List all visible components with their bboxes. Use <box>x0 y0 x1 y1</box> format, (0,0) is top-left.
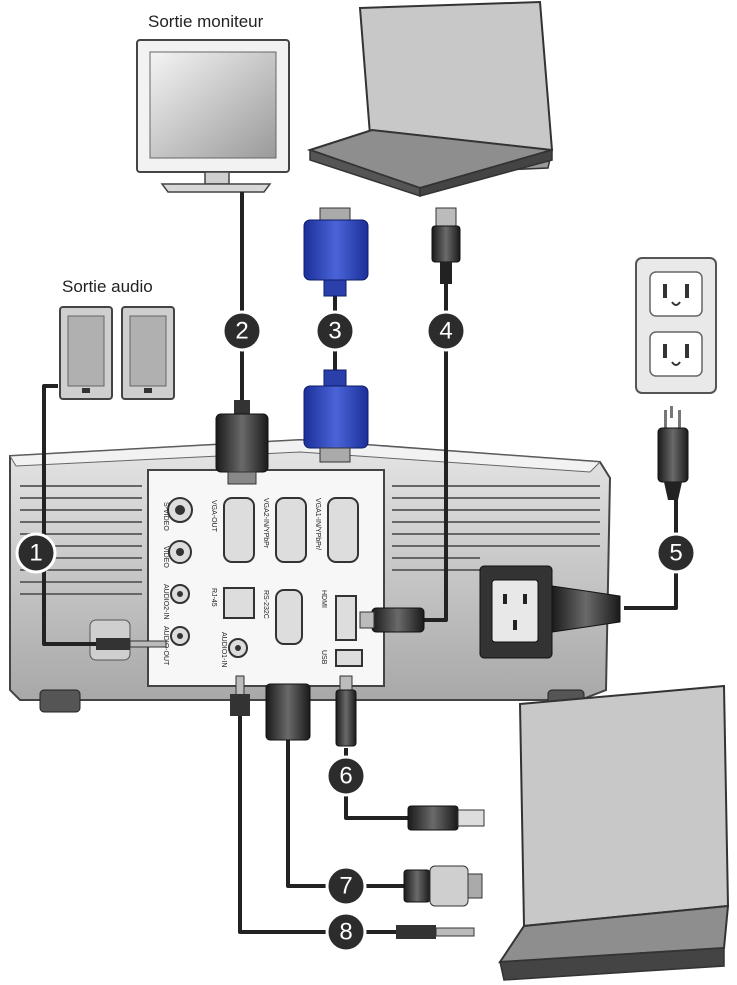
hdmi-connector-top-4 <box>431 207 461 284</box>
speaker-icon <box>59 306 175 400</box>
svg-text:2: 2 <box>235 318 248 345</box>
laptop-icon <box>498 684 730 981</box>
power-cord-plug-5 <box>551 585 621 633</box>
rj45-port-label: RJ-45 <box>210 588 217 607</box>
vga-connector-top-3 <box>303 207 369 297</box>
audio-cable-1 <box>42 384 118 646</box>
callout-6: 6 <box>325 755 367 797</box>
audio-plug-8 <box>230 675 250 716</box>
callout-3: 3 <box>314 310 356 352</box>
svg-text:1: 1 <box>29 540 42 567</box>
hdmi-port-label: HDMI <box>320 590 327 608</box>
svg-text:4: 4 <box>439 318 452 345</box>
audio1-in-port-label: AUDIO1-IN <box>220 632 227 667</box>
svg-text:6: 6 <box>339 763 352 790</box>
rs232-plug-7 <box>265 683 311 741</box>
vga-connector-bottom-3 <box>303 369 369 463</box>
monitor-icon <box>136 39 290 193</box>
video-port-label: VIDEO <box>162 546 169 568</box>
callout-1: 1 <box>15 532 57 574</box>
hdmi-connector-side-4 <box>359 607 425 633</box>
laptop-icon <box>306 0 554 198</box>
projector-icon <box>9 438 612 717</box>
callout-4: 4 <box>425 310 467 352</box>
audio-output-label: Sortie audio <box>62 277 153 296</box>
callout-8: 8 <box>325 911 367 953</box>
audio-plug-1 <box>96 638 167 650</box>
power-plug <box>657 406 689 500</box>
svg-text:8: 8 <box>339 919 352 946</box>
port-panel: S-VIDEO VIDEO AUDIO2-IN AUDIO-OUT AUDIO1… <box>162 497 363 667</box>
usb-a-plug-6 <box>407 805 485 831</box>
vga-plug-cable-2 <box>215 400 269 485</box>
rs232c-port-label: RS-232C <box>262 590 269 619</box>
power-outlet-icon <box>635 257 717 394</box>
svg-text:7: 7 <box>339 873 352 900</box>
vga1-in-port-label: VGA1-IN/YPbPr/ <box>314 498 321 550</box>
vga2-in-port-label: VGA2-IN/YPbPr <box>262 498 269 549</box>
rs232-end-plug-7 <box>403 865 483 907</box>
audio-end-plug-8 <box>396 925 475 939</box>
audio-in-cable-8 <box>238 712 396 934</box>
svg-text:3: 3 <box>328 318 341 345</box>
audio2-in-port-label: AUDIO2-IN <box>162 584 169 619</box>
monitor-output-label: Sortie moniteur <box>148 12 264 31</box>
callout-7: 7 <box>325 865 367 907</box>
callout-5: 5 <box>655 532 697 574</box>
svideo-port-label: S-VIDEO <box>162 502 169 531</box>
usb-plug-6 <box>335 675 357 747</box>
svg-text:5: 5 <box>669 540 682 567</box>
usb-port-label: USB <box>320 650 327 665</box>
callout-2: 2 <box>221 310 263 352</box>
vga-out-port-label: VGA-OUT <box>210 500 217 533</box>
